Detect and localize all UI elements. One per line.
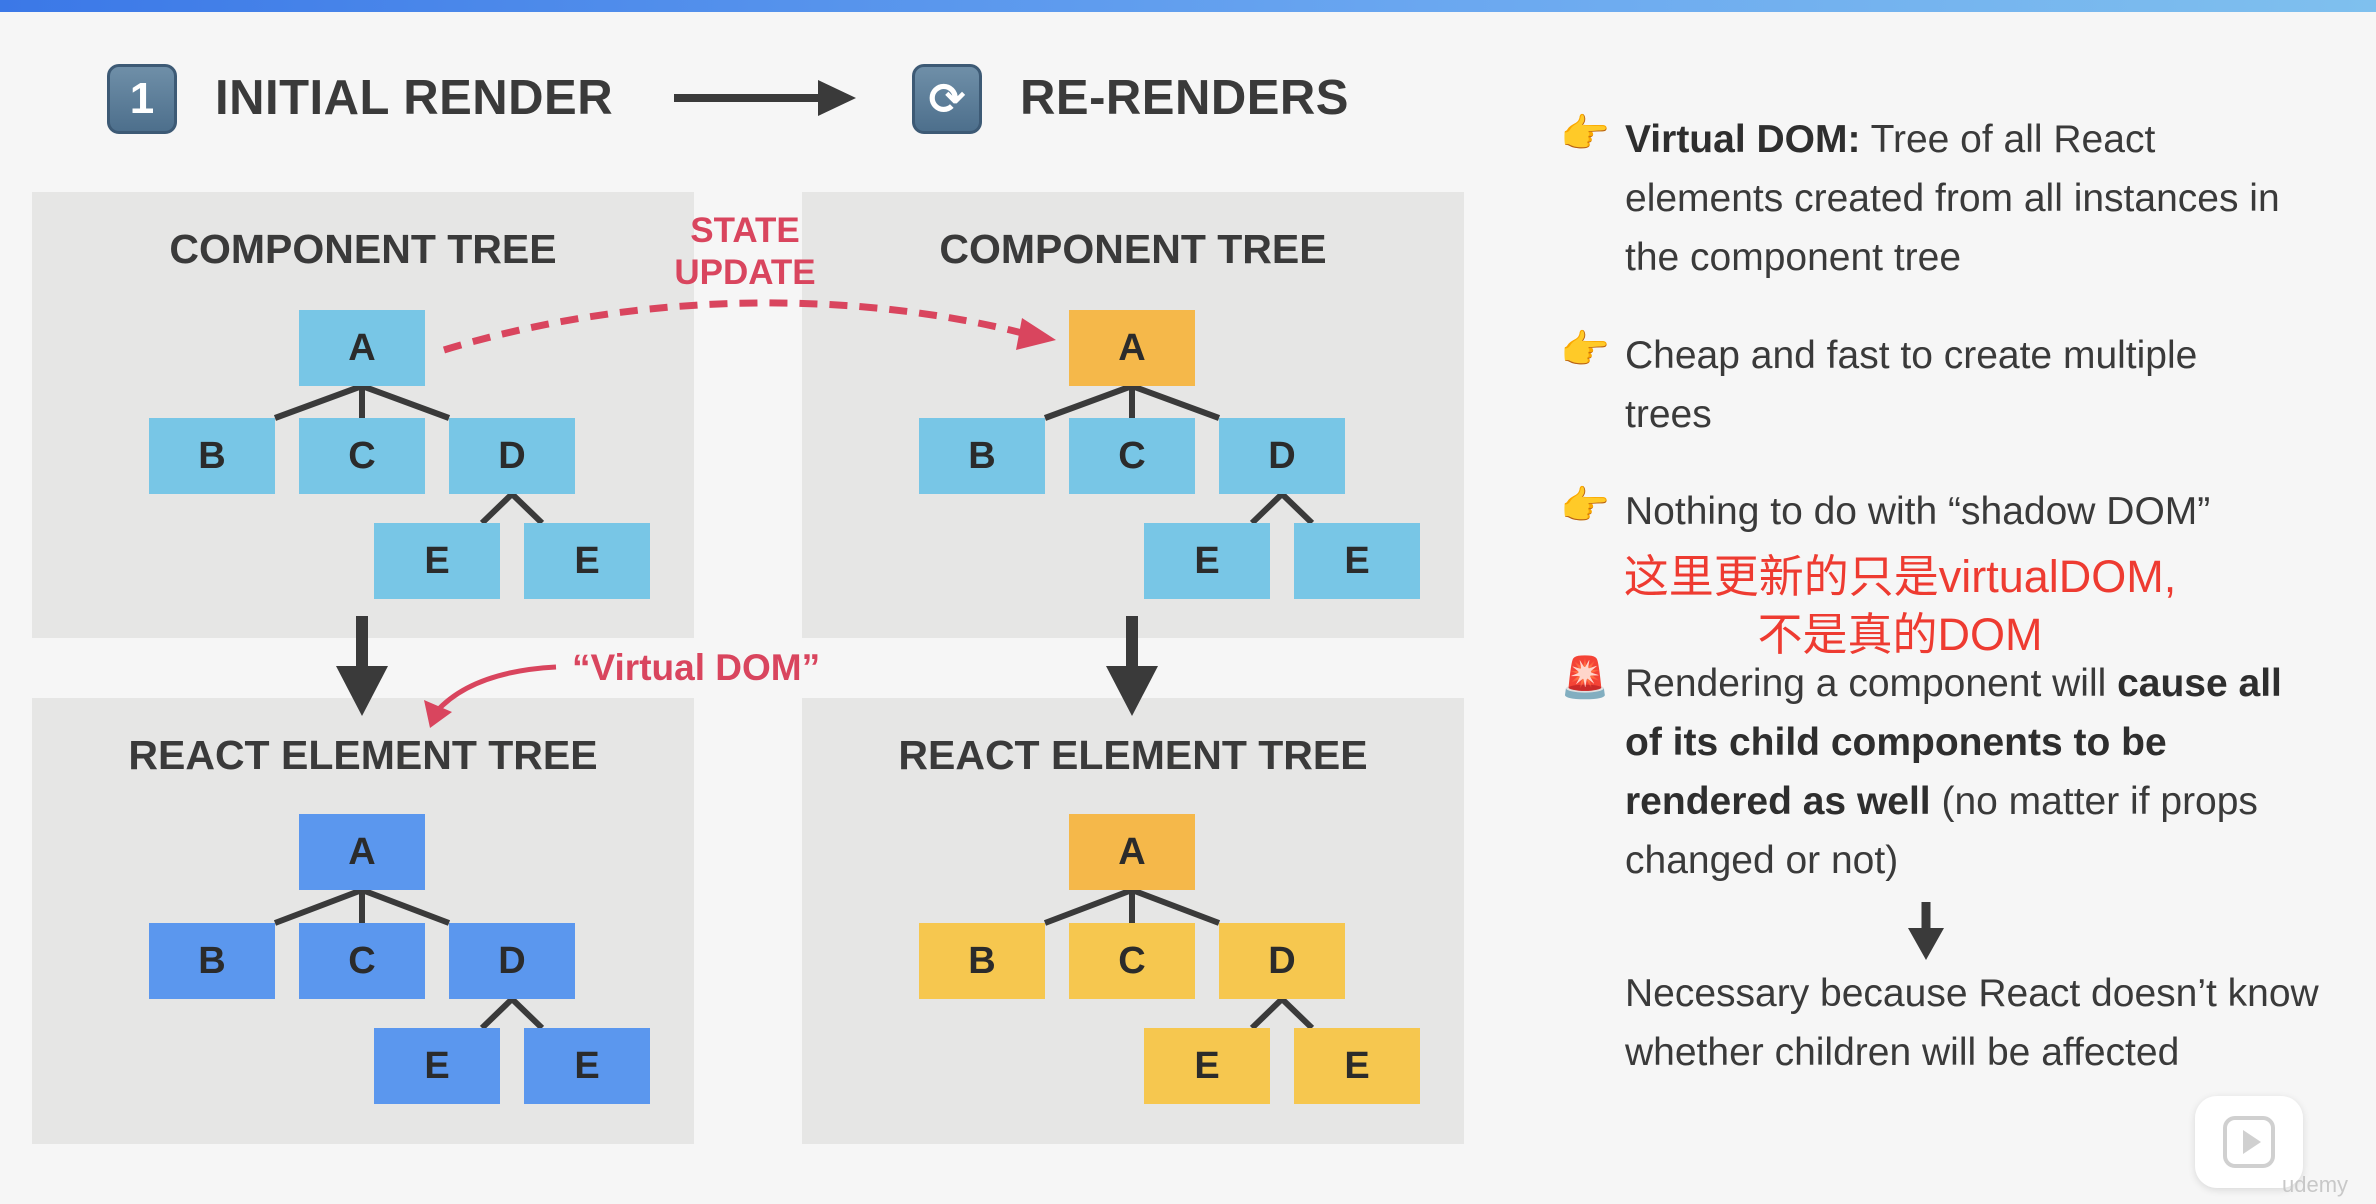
- component-node-e1: E: [374, 523, 500, 599]
- panel-title: COMPONENT TREE: [939, 226, 1327, 272]
- note-text: Nothing to do with “shadow DOM”: [1625, 490, 2211, 533]
- element-node-d: D: [449, 923, 575, 999]
- component-node-c: C: [1069, 418, 1195, 494]
- rerendered-element-node-e1: E: [1144, 1028, 1270, 1104]
- note-term: Virtual DOM:: [1625, 118, 1861, 161]
- element-node-c: C: [299, 923, 425, 999]
- note-text: Cheap and fast to create multiple trees: [1625, 334, 2198, 436]
- updated-component-node-a: A: [1069, 310, 1195, 386]
- component-node-e2: E: [524, 523, 650, 599]
- refresh-badge-icon: ⟳: [912, 64, 982, 134]
- pointing-hand-icon: 👉: [1560, 112, 1610, 156]
- component-node-a: A: [299, 310, 425, 386]
- chinese-annotation-line1: 这里更新的只是virtualDOM,: [1623, 551, 2177, 602]
- down-arrow-icon-right: [1106, 616, 1158, 716]
- state-update-label: STATE UPDATE: [660, 210, 830, 294]
- rerendered-element-node-a: A: [1069, 814, 1195, 890]
- panel-title: REACT ELEMENT TREE: [898, 732, 1368, 778]
- header-arrow-icon: [674, 80, 856, 116]
- tree-edges: [273, 383, 1315, 1031]
- note-text-post: (no matter if props changed or not): [1625, 780, 2258, 882]
- badge-number: 1: [129, 74, 155, 123]
- chinese-annotation-line2: 不是真的DOM: [1757, 609, 2043, 660]
- initial-render-title: INITIAL RENDER: [215, 71, 614, 125]
- component-node-b: B: [919, 418, 1045, 494]
- state-update-line2: UPDATE: [674, 253, 816, 292]
- number-one-badge-icon: 1: [107, 64, 177, 134]
- udemy-watermark: udemy: [2282, 1172, 2349, 1197]
- state-update-line1: STATE: [690, 211, 800, 250]
- state-update-arrowhead-icon: [1016, 318, 1056, 350]
- panel-title: COMPONENT TREE: [169, 226, 557, 272]
- top-accent-bar: [0, 0, 2376, 12]
- rerendered-element-node-c: C: [1069, 923, 1195, 999]
- virtual-dom-label: “Virtual DOM”: [572, 647, 821, 688]
- virtual-dom-arrow: [434, 664, 557, 714]
- virtual-dom-arrowhead-icon: [424, 700, 452, 728]
- element-node-a: A: [299, 814, 425, 890]
- siren-icon: 🚨: [1560, 656, 1610, 700]
- note-definition: Tree of all React elements created from …: [1625, 118, 2280, 279]
- component-node-c: C: [299, 418, 425, 494]
- panel-title: REACT ELEMENT TREE: [128, 732, 598, 778]
- conclusion-down-arrow-icon: [1908, 902, 1944, 960]
- pointing-hand-icon: 👉: [1560, 328, 1610, 372]
- rerendered-element-node-e2: E: [1294, 1028, 1420, 1104]
- component-node-e2: E: [1294, 523, 1420, 599]
- component-node-d: D: [449, 418, 575, 494]
- element-node-e1: E: [374, 1028, 500, 1104]
- play-button[interactable]: [2195, 1096, 2303, 1188]
- element-node-e2: E: [524, 1028, 650, 1104]
- component-node-e1: E: [1144, 523, 1270, 599]
- re-renders-title: RE-RENDERS: [1020, 71, 1349, 125]
- pointing-hand-icon: 👉: [1560, 484, 1610, 528]
- element-node-b: B: [149, 923, 275, 999]
- down-arrow-icon-left: [336, 616, 388, 716]
- play-icon: [2223, 1116, 2275, 1168]
- badge-symbol: ⟳: [928, 74, 966, 124]
- chinese-annotation: 这里更新的只是virtualDOM, 不是真的DOM: [1590, 548, 2210, 664]
- rerendered-element-node-d: D: [1219, 923, 1345, 999]
- component-node-b: B: [149, 418, 275, 494]
- rerendered-element-node-b: B: [919, 923, 1045, 999]
- note-text-bold: cause all of its child components to be …: [1625, 662, 2282, 823]
- component-node-d: D: [1219, 418, 1345, 494]
- note-text-pre: Rendering a component will: [1625, 662, 2118, 705]
- state-update-arrow: [442, 299, 1031, 354]
- note-text: Necessary because React doesn’t know whe…: [1625, 972, 2319, 1074]
